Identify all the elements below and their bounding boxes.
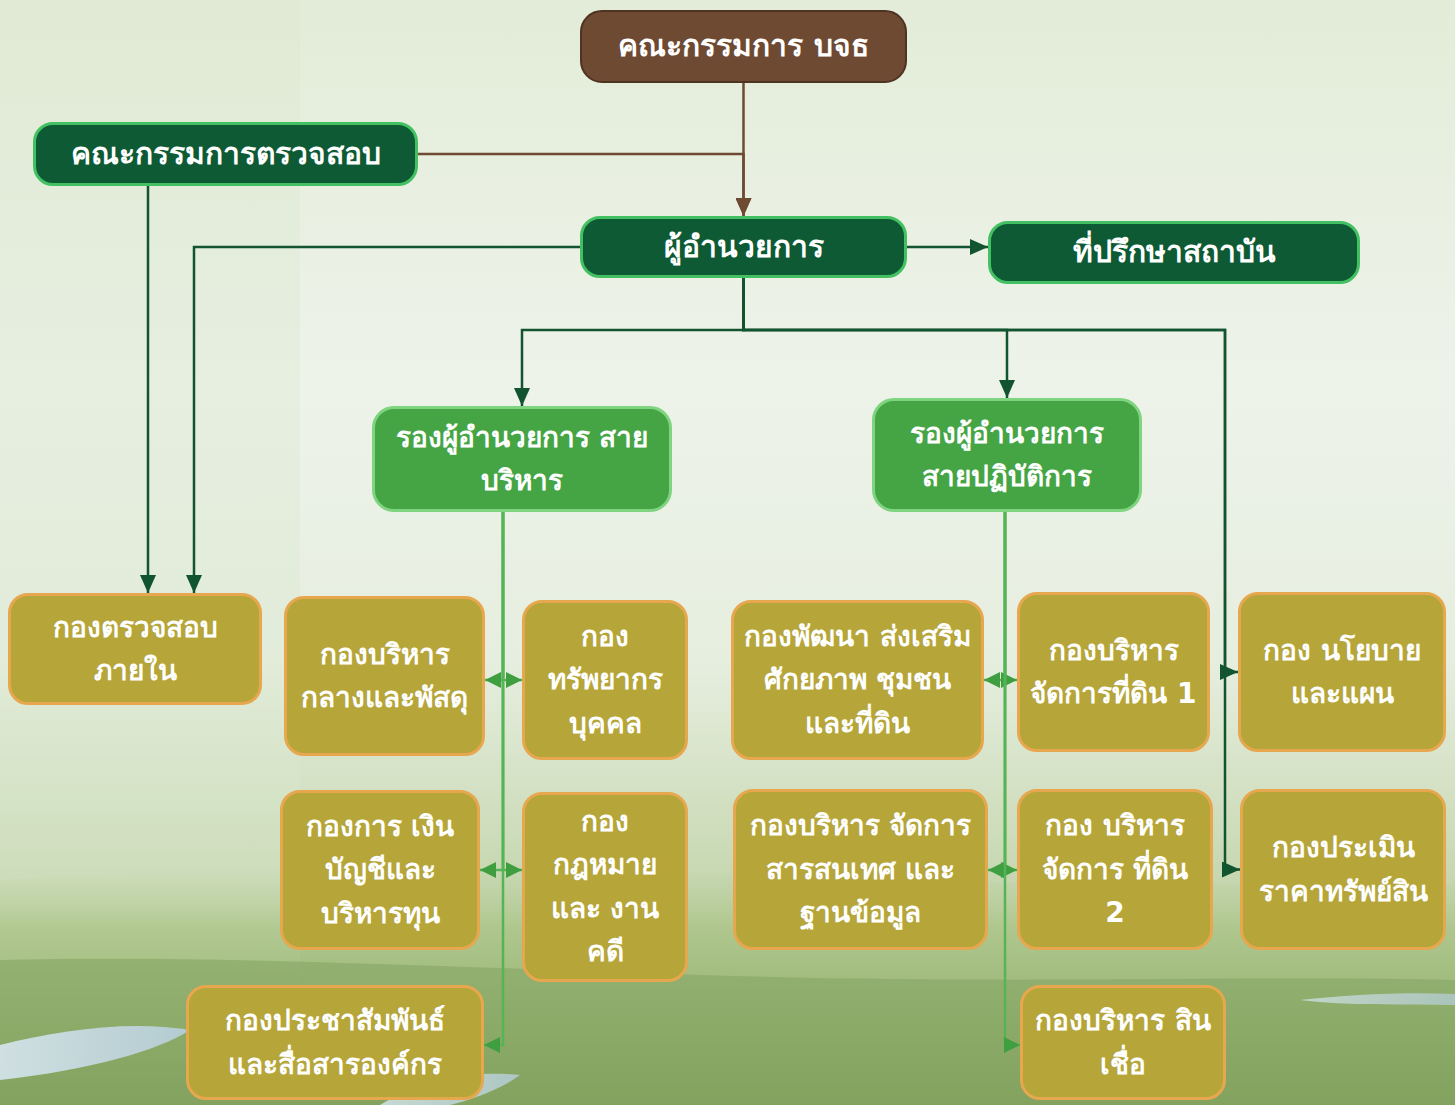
box-label: กองบริหาร จัดการสารสนเทศ และฐานข้อมูล (744, 804, 977, 934)
connector-arrow (484, 512, 503, 1045)
advisor-box: ที่ปรึกษาสถาบัน (988, 221, 1360, 284)
connector-arrow (744, 278, 1008, 398)
box-label: กองประชาสัมพันธ์ และสื่อสารองค์กร (197, 999, 473, 1086)
connector-arrow (503, 512, 522, 870)
box-label: รองผู้อำนวยการ สายปฏิบัติการ (883, 412, 1131, 499)
box-label: รองผู้อำนวยการ สายบริหาร (383, 416, 661, 503)
connector-arrow (1005, 512, 1017, 680)
connector-arrow (984, 512, 1005, 680)
box-label: กองการ เงินบัญชีและ บริหารทุน (291, 805, 469, 935)
box-label: คณะกรรมการ บจธ (618, 23, 868, 70)
connector-arrow (418, 154, 744, 216)
connector-arrow (744, 278, 1241, 870)
division-box: กองบริหาร สินเชื่อ (1020, 985, 1226, 1100)
box-label: กองตรวจสอบ ภายใน (19, 606, 251, 693)
box-label: กอง นโยบาย และแผน (1249, 629, 1435, 716)
division-box: กอง นโยบาย และแผน (1238, 592, 1446, 752)
box-label: กองประเมิน ราคาทรัพย์สิน (1251, 826, 1435, 913)
box-label: ผู้อำนวยการ (664, 224, 824, 271)
division-box: กองการ เงินบัญชีและ บริหารทุน (280, 790, 480, 950)
connector-arrow (147, 186, 150, 593)
box-label: กอง ทรัพยากร บุคคล (533, 615, 677, 745)
box-label: กอง บริหารจัดการ ที่ดิน 2 (1028, 804, 1202, 934)
director-box: ผู้อำนวยการ (580, 216, 907, 278)
division-box: กองบริหาร จัดการที่ดิน 1 (1017, 592, 1210, 752)
box-label: กอง กฎหมายและ งานคดี (533, 800, 677, 974)
deputy-box: รองผู้อำนวยการ สายปฏิบัติการ (872, 398, 1142, 512)
box-label: กองพัฒนา ส่งเสริมศักยภาพ ชุมชนและที่ดิน (742, 615, 973, 745)
connector-arrow (1005, 512, 1017, 870)
division-box: กองประเมิน ราคาทรัพย์สิน (1240, 789, 1446, 950)
box-label: กองบริหาร สินเชื่อ (1031, 999, 1215, 1086)
division-box: กองพัฒนา ส่งเสริมศักยภาพ ชุมชนและที่ดิน (731, 600, 984, 760)
division-box: กอง ทรัพยากร บุคคล (522, 600, 688, 760)
box-label: คณะกรรมการตรวจสอบ (71, 131, 381, 178)
connector-arrow (503, 512, 522, 680)
division-box: กองบริหาร จัดการสารสนเทศ และฐานข้อมูล (733, 789, 988, 950)
connector-arrow (485, 512, 503, 680)
box-label: กองบริหาร กลางและพัสดุ (295, 633, 474, 720)
division-box: กองประชาสัมพันธ์ และสื่อสารองค์กร (186, 985, 484, 1100)
division-box: กองตรวจสอบ ภายใน (8, 593, 262, 705)
board-box: คณะกรรมการ บจธ (580, 10, 907, 83)
committee-box: คณะกรรมการตรวจสอบ (33, 122, 418, 186)
division-box: กอง กฎหมายและ งานคดี (522, 792, 688, 982)
deputy-box: รองผู้อำนวยการ สายบริหาร (372, 406, 672, 512)
division-box: กองบริหาร กลางและพัสดุ (284, 596, 485, 756)
connector-arrow (1005, 512, 1020, 1045)
connector-arrow (522, 278, 744, 406)
division-box: กอง บริหารจัดการ ที่ดิน 2 (1017, 789, 1213, 950)
connector-arrow (988, 512, 1005, 870)
box-label: ที่ปรึกษาสถาบัน (1073, 229, 1276, 276)
connector-arrow (907, 246, 988, 249)
box-label: กองบริหาร จัดการที่ดิน 1 (1028, 629, 1199, 716)
